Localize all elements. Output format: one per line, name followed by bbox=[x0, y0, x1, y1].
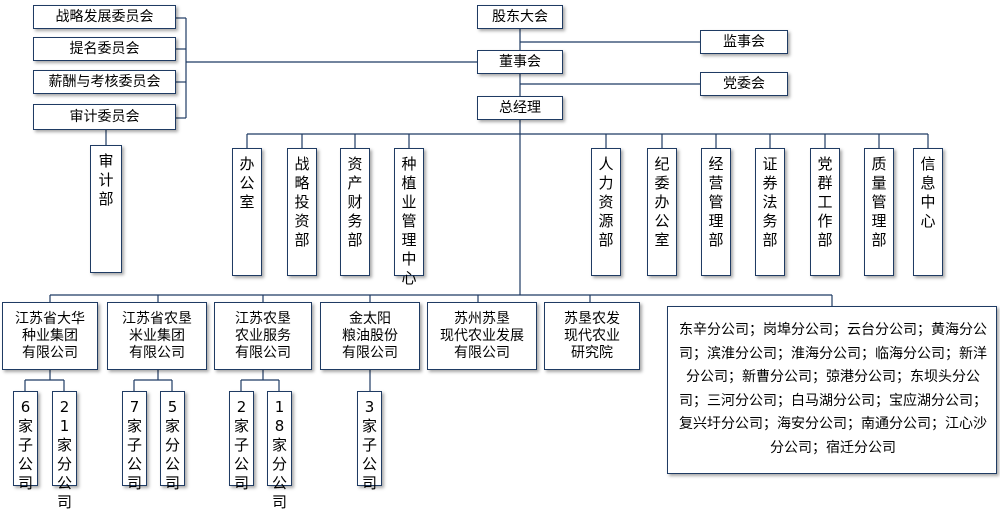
sub-unit-label: 21家分公司 bbox=[56, 398, 72, 511]
department-label: 经营管理部 bbox=[708, 155, 724, 249]
sub-unit-box: 2家子公司 bbox=[229, 391, 254, 492]
shareholders-meeting-box: 股东大会 bbox=[477, 5, 563, 29]
committee-label: 审计委员会 bbox=[69, 108, 140, 125]
branches-list-box: 东辛分公司；岗埠分公司；云台分公司；黄海分公司；滨淮分公司；淮海分公司；临海分公… bbox=[667, 306, 997, 474]
committee-box: 战略发展委员会 bbox=[33, 5, 176, 29]
committee-box: 提名委员会 bbox=[33, 37, 176, 61]
sub-unit-label: 5家分公司 bbox=[164, 398, 180, 492]
department-box: 办公室 bbox=[232, 148, 262, 276]
subsidiary-label: 金太阳 粮油股份 有限公司 bbox=[342, 310, 398, 361]
subsidiary-label: 江苏农垦 农业服务 有限公司 bbox=[235, 310, 291, 361]
department-label: 战略投资部 bbox=[294, 155, 310, 249]
sub-unit-label: 2家子公司 bbox=[233, 398, 249, 492]
committee-label: 薪酬与考核委员会 bbox=[48, 73, 161, 90]
subsidiary-box: 苏州苏垦 现代农业发展 有限公司 bbox=[427, 302, 537, 370]
subsidiary-box: 江苏省农垦 米业集团 有限公司 bbox=[107, 302, 207, 370]
department-box: 党群工作部 bbox=[810, 148, 840, 276]
committee-label: 提名委员会 bbox=[69, 40, 140, 57]
supervisors-box: 监事会 bbox=[700, 30, 788, 54]
sub-unit-label: 6家子公司 bbox=[17, 398, 33, 492]
audit-dept-box: 审计部 bbox=[90, 145, 122, 273]
board-box: 董事会 bbox=[477, 50, 563, 74]
gm-box: 总经理 bbox=[477, 96, 563, 120]
department-label: 种植业管理中心 bbox=[401, 155, 417, 287]
subsidiary-box: 江苏农垦 农业服务 有限公司 bbox=[214, 302, 312, 370]
subsidiary-box: 江苏省大华 种业集团 有限公司 bbox=[2, 302, 98, 370]
department-box: 纪委办公室 bbox=[647, 148, 677, 276]
sub-unit-label: 3家子公司 bbox=[361, 398, 377, 492]
department-label: 办公室 bbox=[239, 155, 255, 211]
party-committee-label: 党委会 bbox=[723, 75, 765, 92]
subsidiary-label: 苏垦农发 现代农业 研究院 bbox=[564, 310, 620, 361]
sub-unit-box: 6家子公司 bbox=[13, 391, 38, 492]
connector-lines bbox=[24, 17, 929, 391]
department-label: 证券法务部 bbox=[762, 155, 778, 249]
department-box: 人力资源部 bbox=[591, 148, 621, 276]
subsidiary-label: 江苏省农垦 米业集团 有限公司 bbox=[122, 310, 192, 361]
branches-list-text: 东辛分公司；岗埠分公司；云台分公司；黄海分公司；滨淮分公司；淮海分公司；临海分公… bbox=[679, 322, 987, 456]
department-label: 质量管理部 bbox=[871, 155, 887, 249]
committee-box: 薪酬与考核委员会 bbox=[33, 70, 176, 94]
sub-unit-box: 5家分公司 bbox=[160, 391, 185, 492]
subsidiary-label: 苏州苏垦 现代农业发展 有限公司 bbox=[440, 310, 524, 361]
department-box: 种植业管理中心 bbox=[394, 148, 424, 287]
committee-label: 战略发展委员会 bbox=[55, 8, 154, 25]
department-label: 资产财务部 bbox=[347, 155, 363, 249]
shareholders-meeting-label: 股东大会 bbox=[492, 8, 548, 25]
gm-label: 总经理 bbox=[499, 99, 541, 116]
subsidiary-box: 金太阳 粮油股份 有限公司 bbox=[320, 302, 420, 370]
department-box: 战略投资部 bbox=[287, 148, 317, 276]
committee-box: 审计委员会 bbox=[33, 104, 176, 130]
board-label: 董事会 bbox=[499, 53, 541, 70]
sub-unit-box: 7家子公司 bbox=[122, 391, 147, 492]
sub-unit-label: 18家分公司 bbox=[271, 398, 287, 511]
supervisors-label: 监事会 bbox=[723, 33, 765, 50]
department-box: 资产财务部 bbox=[340, 148, 370, 276]
department-box: 经营管理部 bbox=[701, 148, 731, 276]
department-box: 质量管理部 bbox=[864, 148, 894, 276]
department-box: 证券法务部 bbox=[755, 148, 785, 276]
department-label: 人力资源部 bbox=[598, 155, 614, 249]
sub-unit-label: 7家子公司 bbox=[126, 398, 142, 492]
sub-unit-box: 18家分公司 bbox=[267, 391, 292, 511]
audit-dept-label: 审计部 bbox=[98, 152, 114, 208]
department-label: 纪委办公室 bbox=[654, 155, 670, 249]
department-label: 信息中心 bbox=[920, 155, 936, 230]
party-committee-box: 党委会 bbox=[700, 72, 788, 96]
sub-unit-box: 21家分公司 bbox=[52, 391, 77, 511]
subsidiary-label: 江苏省大华 种业集团 有限公司 bbox=[15, 310, 85, 361]
department-label: 党群工作部 bbox=[817, 155, 833, 249]
subsidiary-box: 苏垦农发 现代农业 研究院 bbox=[544, 302, 640, 370]
department-box: 信息中心 bbox=[913, 148, 943, 276]
sub-unit-box: 3家子公司 bbox=[357, 391, 382, 492]
